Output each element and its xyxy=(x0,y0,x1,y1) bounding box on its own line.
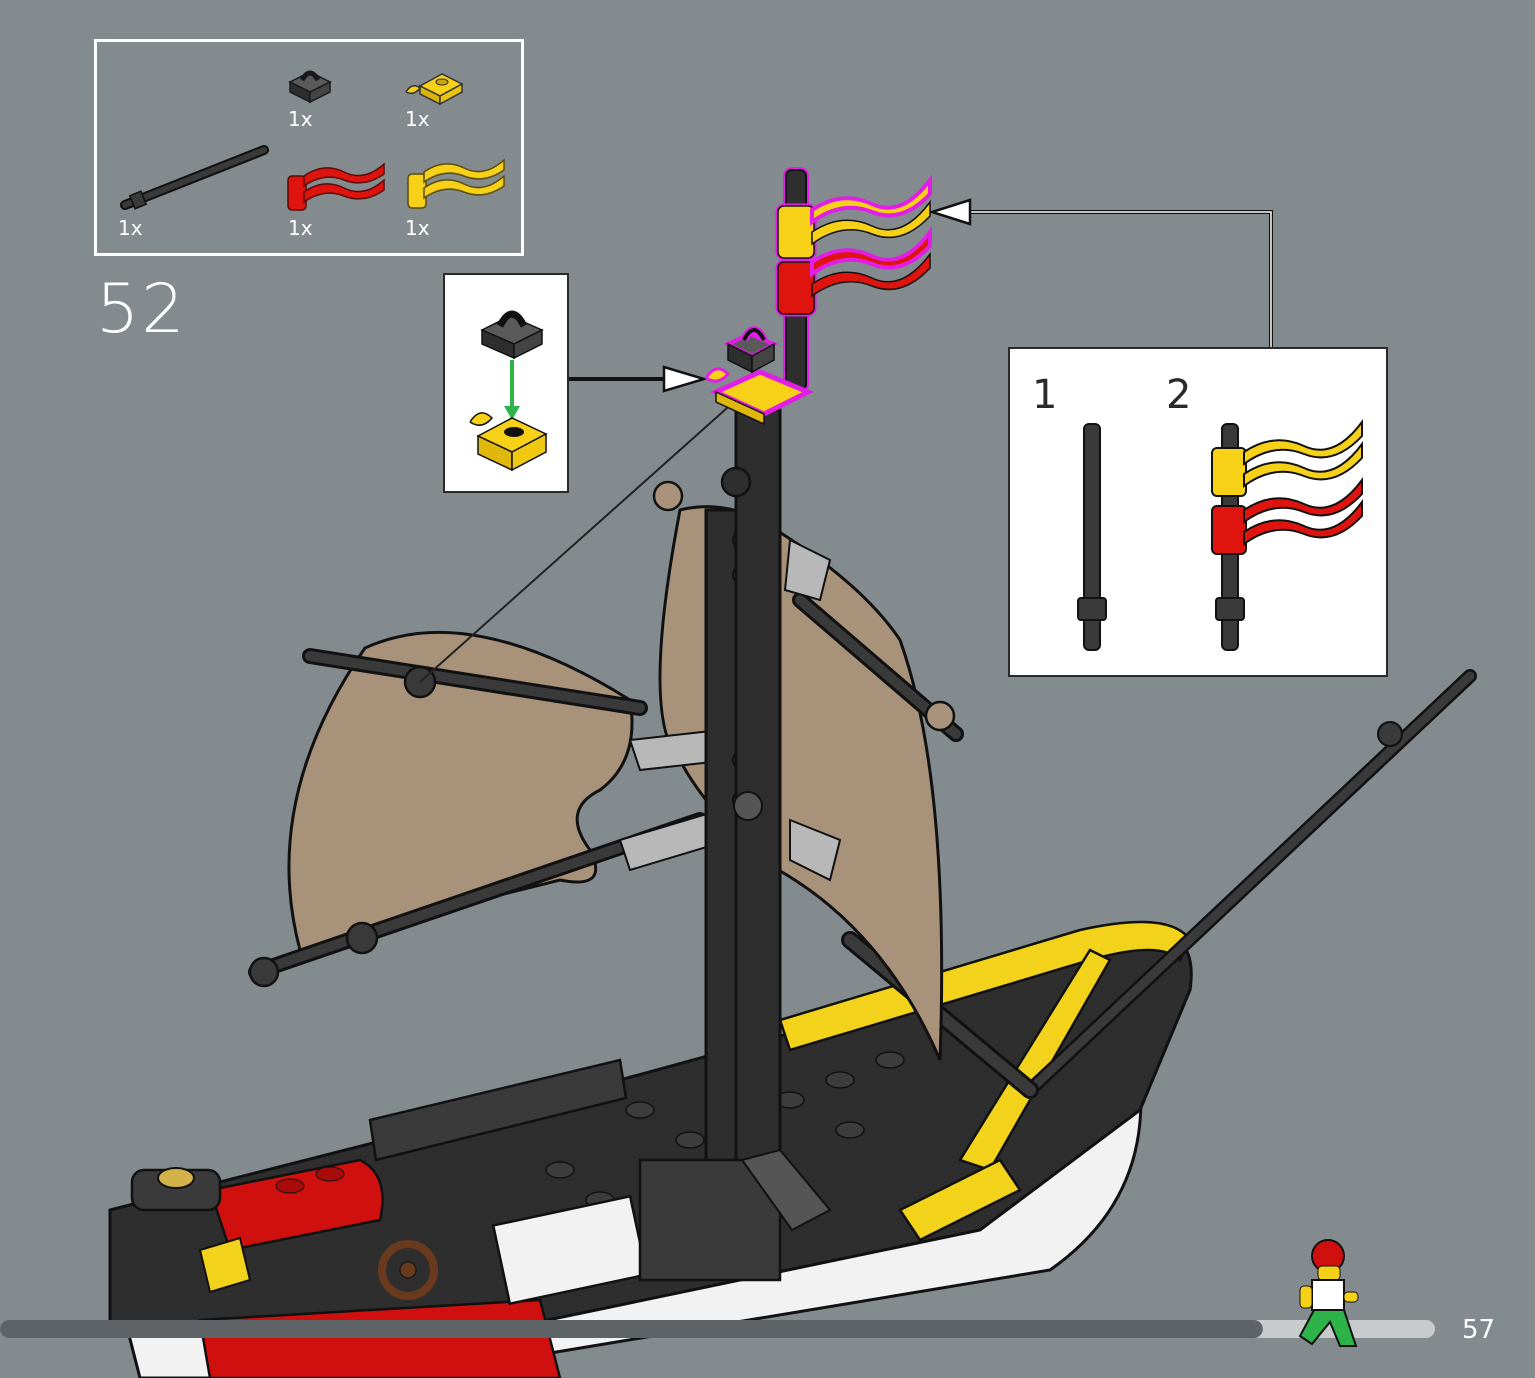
part-qty-clip-dark: 1x xyxy=(288,107,313,131)
step-number: 52 xyxy=(96,270,187,349)
part-flag-red-icon xyxy=(287,162,385,211)
part-qty-bar: 1x xyxy=(118,216,143,240)
part-clip-yellow-icon xyxy=(405,73,464,106)
flag-callout-illustration xyxy=(1077,418,1363,651)
part-qty-flag-red: 1x xyxy=(288,216,313,240)
part-qty-clip-yellow: 1x xyxy=(405,107,430,131)
part-clip-dark-gray-icon xyxy=(288,70,332,104)
progress-bar xyxy=(0,1320,1435,1338)
parts-list-box xyxy=(94,39,524,256)
part-flag-yellow-icon xyxy=(407,158,505,209)
progress-fill xyxy=(0,1320,1263,1338)
part-qty-flag-yellow: 1x xyxy=(405,216,430,240)
part-bar-black-icon xyxy=(120,145,269,210)
mast xyxy=(638,408,832,1282)
page-number: 57 xyxy=(1462,1315,1496,1345)
mast-top-new-parts xyxy=(704,167,932,426)
sub-step-2-label: 2 xyxy=(1166,372,1192,418)
minifigure-runner-icon xyxy=(1298,1239,1359,1347)
sails xyxy=(287,505,944,1061)
clip-callout-illustration xyxy=(469,310,548,472)
sub-step-1-label: 1 xyxy=(1032,372,1058,418)
ship-model xyxy=(108,669,1477,1378)
